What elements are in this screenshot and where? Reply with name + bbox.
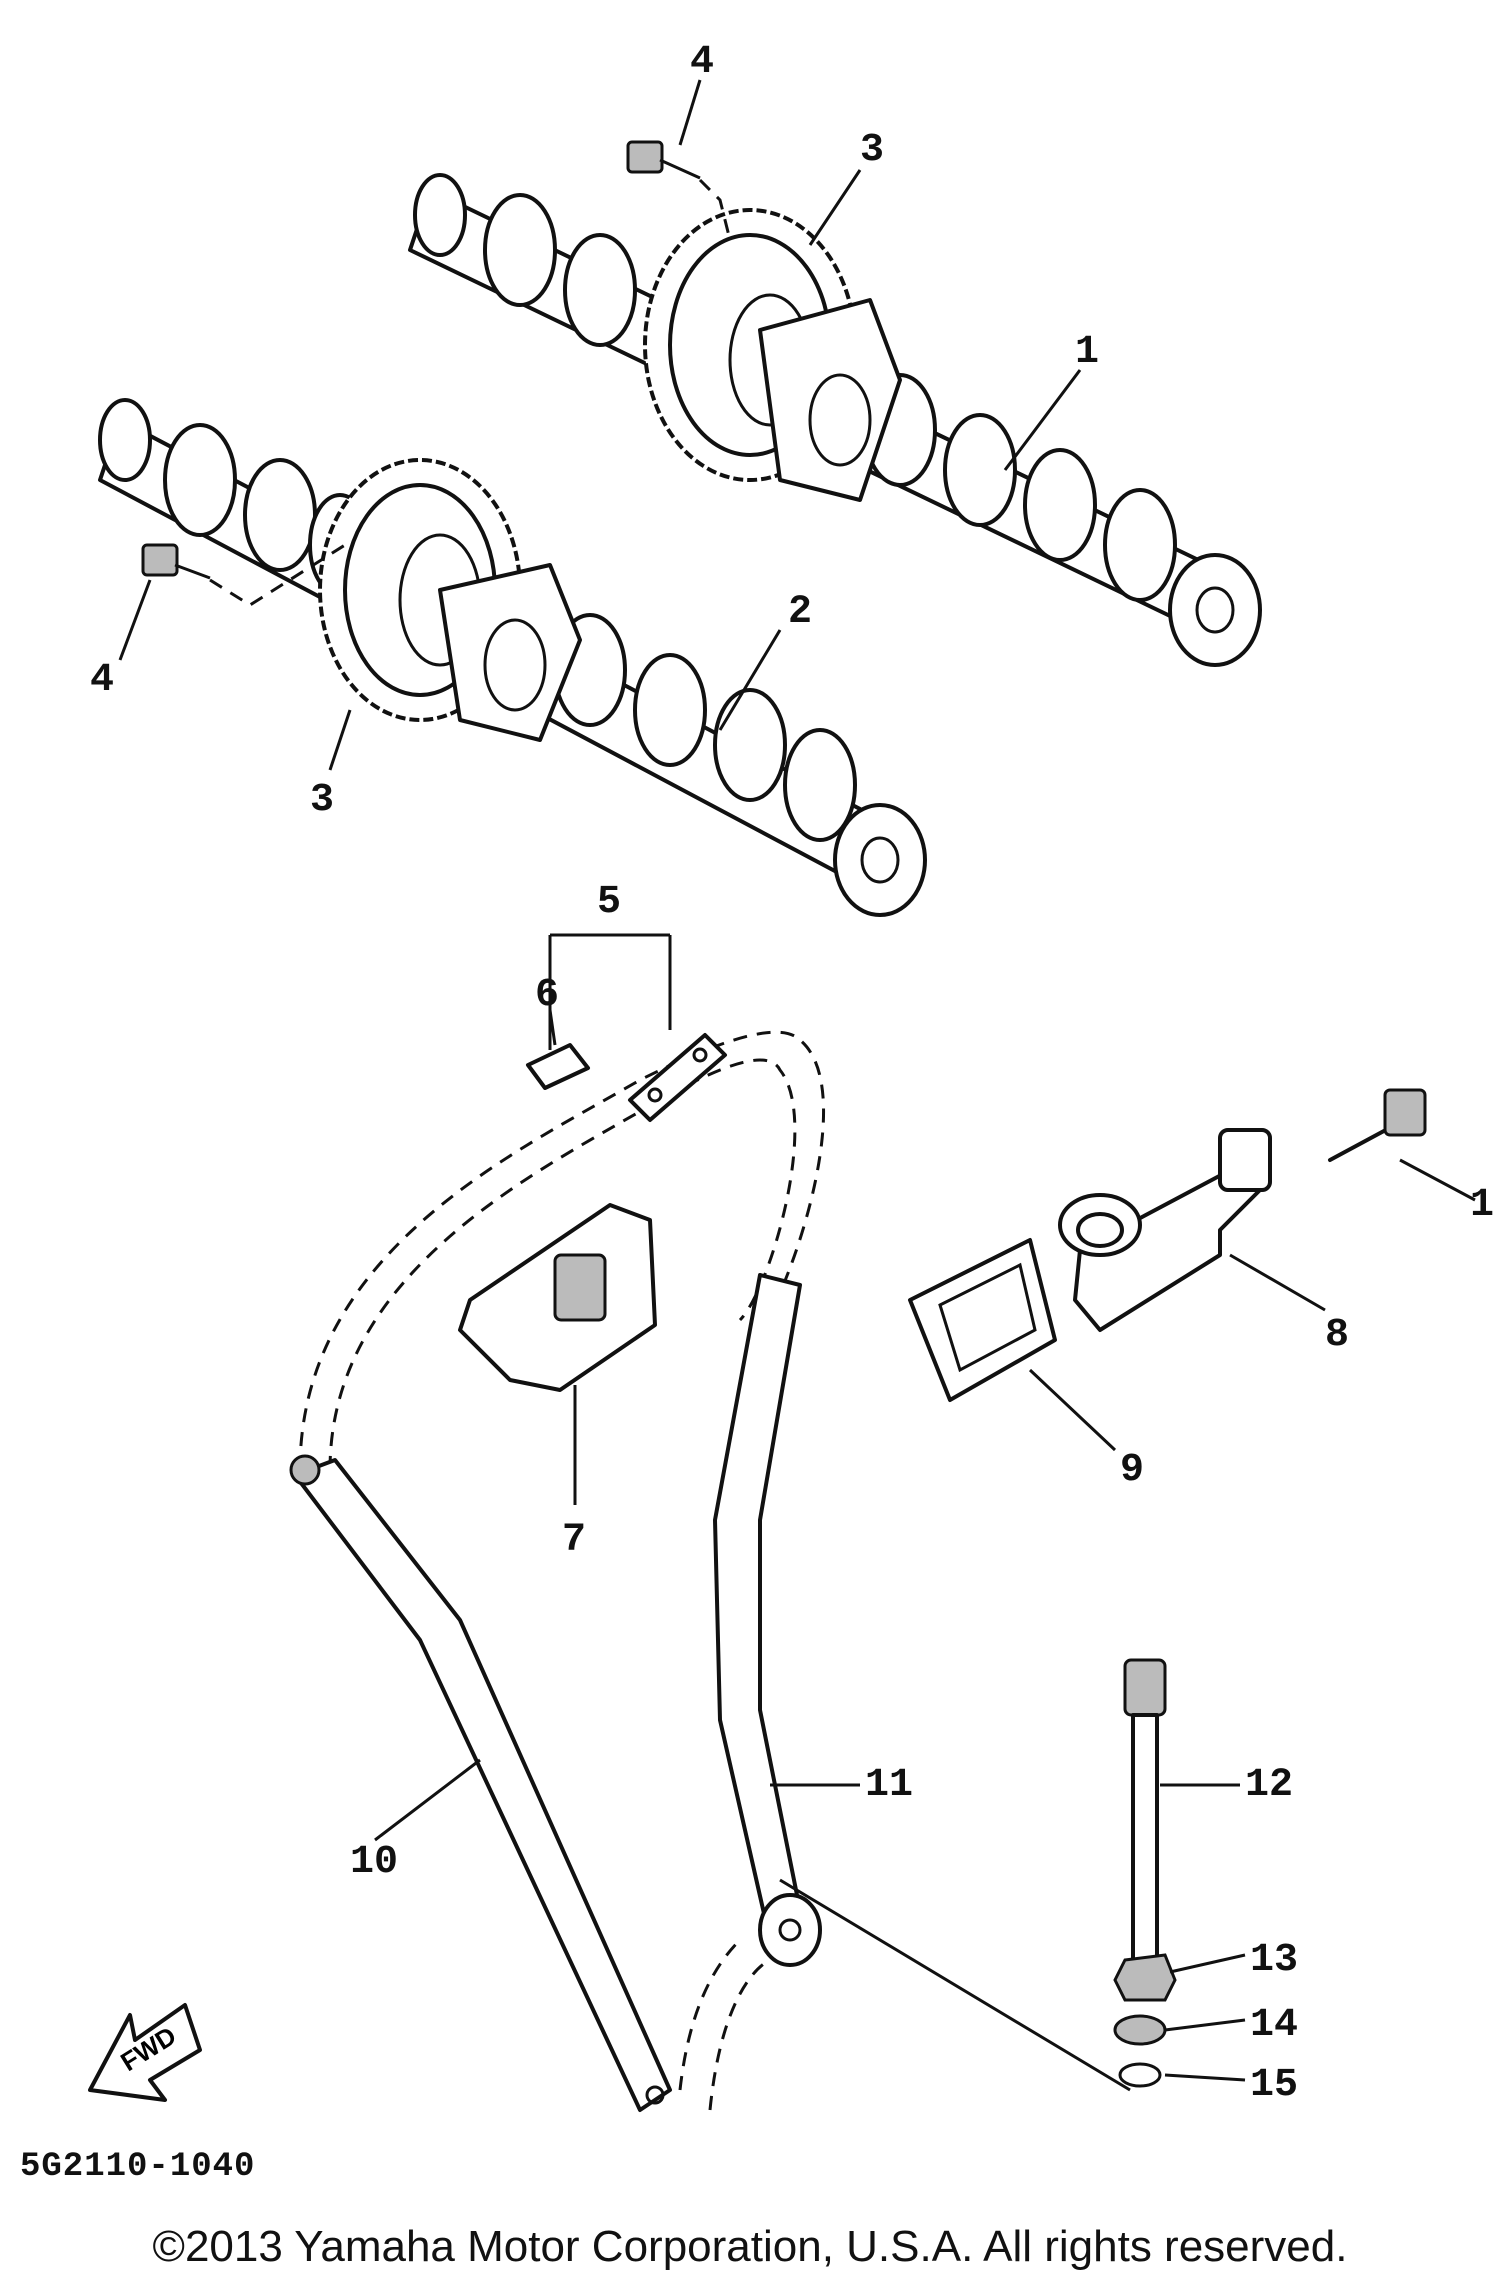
callout-3-lower: 3: [310, 778, 334, 823]
copyright-notice: ©2013 Yamaha Motor Corporation, U.S.A. A…: [152, 2222, 1348, 2271]
nut: [1113, 1953, 1177, 2002]
chain-guide-intake: [713, 1273, 822, 1967]
sprocket-bolt-upper: [626, 140, 732, 241]
leader-lines: [118, 79, 1476, 2082]
fwd-arrow-icon: FWD: [88, 2003, 202, 2102]
callout-4-upper: 4: [690, 40, 714, 85]
cam-sprocket-upper: [643, 208, 902, 502]
tensioner-gasket: [908, 1238, 1057, 1402]
chain-guide-top: [458, 1203, 657, 1392]
callout-1-bolt: 1: [1470, 1183, 1494, 1228]
callout-9: 9: [1120, 1448, 1144, 1493]
callout-15: 15: [1250, 2063, 1298, 2108]
callout-13: 13: [1250, 1938, 1298, 1983]
o-ring: [1118, 2062, 1162, 2088]
callout-5: 5: [597, 880, 621, 925]
diagram-code: 5G2110-1040: [20, 2148, 256, 2186]
chain-joint: [526, 1043, 590, 1090]
master-link: [628, 1033, 727, 1122]
chain-guide-exhaust: [289, 1454, 672, 2112]
guide-bolt: [1123, 1658, 1167, 1962]
cam-chain-inner: [328, 1058, 797, 1471]
callout-14: 14: [1250, 2003, 1298, 2048]
callout-10: 10: [350, 1840, 398, 1885]
cam-chain: [298, 1030, 825, 1471]
callout-12: 12: [1245, 1763, 1293, 1808]
cam-sprocket-lower: [318, 458, 582, 742]
callout-3-upper: 3: [860, 128, 884, 173]
callout-1-camshaft: 1: [1075, 330, 1099, 375]
chain-tensioner: [1058, 1128, 1272, 1332]
tensioner-bolt: [1328, 1088, 1427, 1162]
callout-6: 6: [535, 973, 559, 1018]
sprocket-bolt-lower: [141, 543, 346, 607]
callout-8: 8: [1325, 1313, 1349, 1358]
assembly-line: [779, 1878, 1131, 2092]
cam-chain-bottom: [678, 1938, 771, 2111]
callout-7: 7: [562, 1518, 586, 1563]
callout-11: 11: [865, 1763, 913, 1808]
callouts: 4 3 1 2 4 3 5 6 7 8 9 1 10 11 12 13 14 1…: [90, 40, 1494, 2108]
callout-4-lower: 4: [90, 658, 114, 703]
callout-2: 2: [788, 590, 812, 635]
washer: [1113, 2014, 1167, 2046]
